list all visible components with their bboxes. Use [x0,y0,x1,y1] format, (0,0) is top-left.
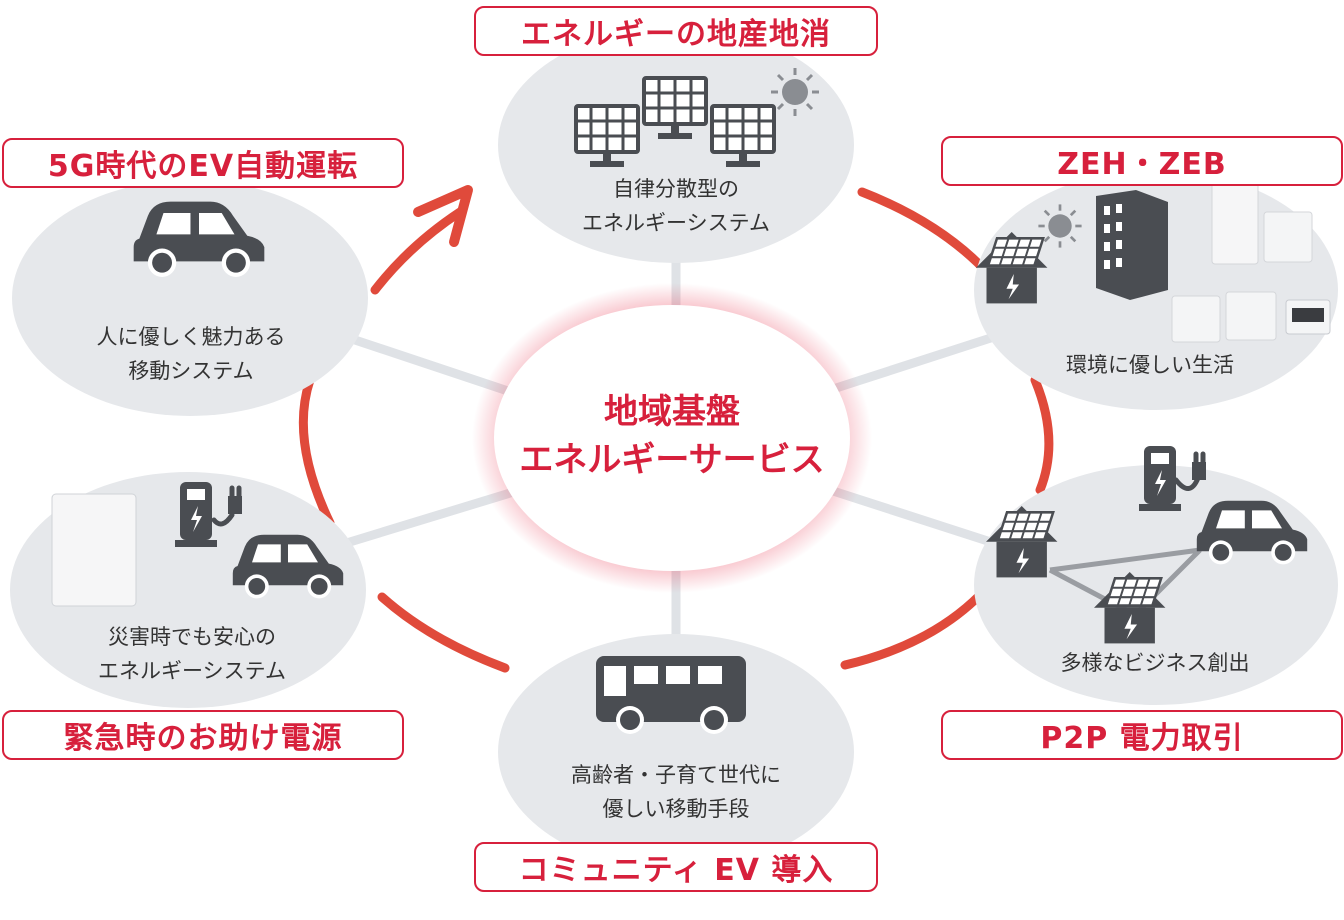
center-title: 地域基盤 エネルギーサービス [490,388,854,484]
caption-line: 優しい移動手段 [602,797,750,821]
center-circle [494,305,850,571]
ev-charger-icon [175,482,217,547]
caption-bottom-right: 多様なビジネス創出 [1040,646,1270,680]
tag-5g-ev: 5G時代のEV自動運転 [2,138,404,188]
bubble-top [498,27,854,263]
caption-top: 自律分散型の エネルギーシステム [556,172,796,240]
plug-icon [211,485,242,527]
tag-local-energy: エネルギーの地産地消 [474,6,878,56]
bus-icon [596,656,746,734]
caption-bottom-left: 災害時でも安心の エネルギーシステム [72,620,312,688]
caption-line: 環境に優しい生活 [1066,353,1234,377]
cycle-arrowhead-icon [413,185,473,247]
battery-unit-icon [51,493,137,607]
caption-line: エネルギーシステム [98,659,286,683]
center-title-line2: エネルギーサービス [519,440,825,480]
caption-line: 高齢者・子育て世代に [571,763,781,787]
caption-top-right: 環境に優しい生活 [1040,348,1260,382]
caption-line: 多様なビジネス創出 [1060,651,1250,675]
caption-line: 移動システム [128,359,254,383]
caption-line: 人に優しく魅力ある [96,325,286,349]
caption-bottom: 高齢者・子育て世代に 優しい移動手段 [546,758,806,826]
center-title-line1: 地域基盤 [604,392,740,432]
plug-icon [1173,451,1206,491]
tag-p2p: P2P 電力取引 [941,710,1343,760]
caption-line: 災害時でも安心の [108,625,276,649]
tag-emergency-power: 緊急時のお助け電源 [2,710,404,760]
cycle-arrow-ring [298,187,1054,673]
caption-line: エネルギーシステム [582,211,770,235]
bubble-top-left [12,180,368,416]
battery-unit-icon [1171,177,1313,343]
building-icon [1096,190,1168,300]
bubble-bottom [498,634,854,870]
house-solar-icon [974,230,1049,305]
tag-community-ev: コミュニティ EV 導入 [474,842,878,892]
control-panel-icon [1285,299,1331,335]
house-solar-icon [984,504,1059,579]
tag-zeh-zeb: ZEH・ZEB [941,136,1343,186]
caption-line: 自律分散型の [613,177,739,201]
caption-top-left: 人に優しく魅力ある 移動システム [76,320,306,388]
